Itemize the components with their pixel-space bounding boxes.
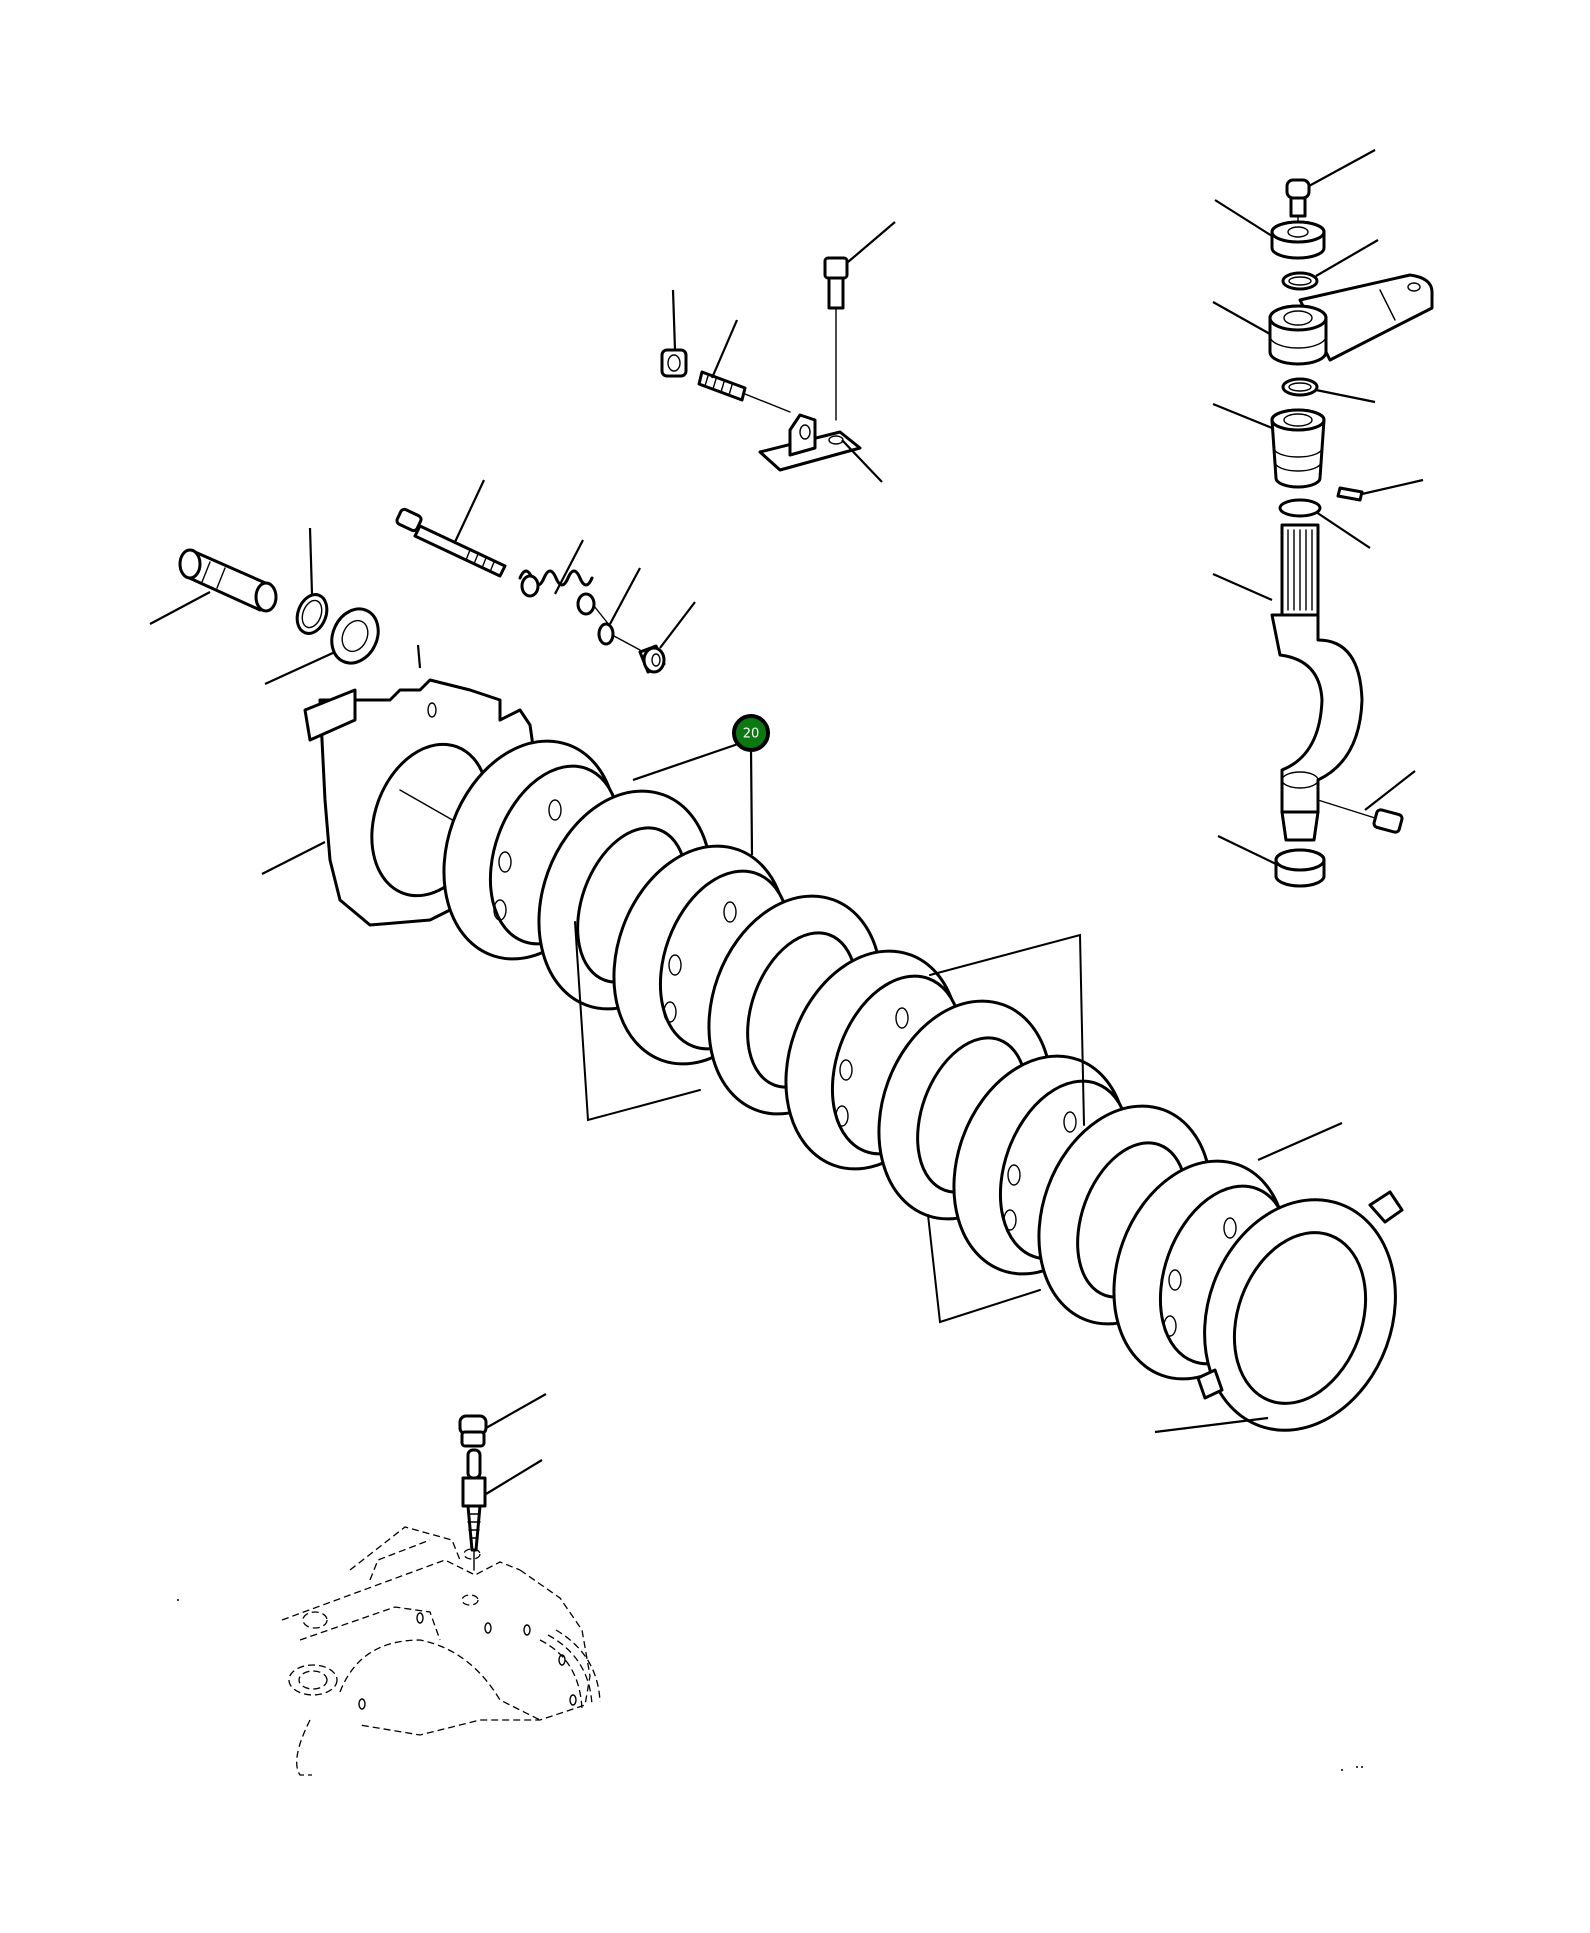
- cross-shaft[interactable]: [1270, 523, 1364, 842]
- callout-circle[interactable]: [732, 714, 770, 752]
- piston[interactable]: [178, 548, 278, 613]
- bleed-screw[interactable]: [461, 1448, 487, 1571]
- piston-assembly: [149, 527, 387, 686]
- snap-ring[interactable]: [1278, 498, 1322, 518]
- callout-badge-20[interactable]: 20: [732, 714, 770, 752]
- set-screw[interactable]: [1336, 486, 1364, 502]
- retainer-cap[interactable]: [1270, 220, 1326, 260]
- seal-ring[interactable]: [292, 590, 332, 637]
- o-ring-upper[interactable]: [1281, 271, 1319, 291]
- axle-housing[interactable]: [281, 1526, 601, 1776]
- adjuster-rod-assembly: [395, 479, 696, 674]
- stud[interactable]: [697, 370, 791, 413]
- disc-pack: [261, 644, 1427, 1458]
- lever-shaft-assembly: [1212, 149, 1434, 888]
- scan-specks: [177, 1599, 1363, 1771]
- callout-leaders: [632, 742, 754, 856]
- nut-small[interactable]: [638, 644, 666, 674]
- clevis-pin[interactable]: [1317, 799, 1404, 834]
- cap-screw[interactable]: [823, 256, 849, 421]
- nut[interactable]: [660, 348, 688, 378]
- end-plate[interactable]: [1173, 1173, 1427, 1458]
- long-bolt[interactable]: [395, 507, 507, 578]
- o-ring-small[interactable]: [597, 622, 641, 651]
- bleed-screw-assembly: [458, 1393, 547, 1571]
- socket-cap-screw[interactable]: [1285, 178, 1311, 241]
- o-ring-middle[interactable]: [1281, 377, 1319, 397]
- backup-ring[interactable]: [323, 601, 387, 670]
- bracket-assembly: [660, 221, 896, 483]
- bushing[interactable]: [1270, 408, 1326, 489]
- callout-label: 20: [743, 727, 760, 742]
- lower-nut[interactable]: [1274, 848, 1326, 888]
- bleed-cap[interactable]: [458, 1414, 488, 1448]
- brake-lever[interactable]: [1268, 273, 1434, 366]
- bracket[interactable]: [758, 413, 862, 472]
- spring[interactable]: [518, 569, 611, 627]
